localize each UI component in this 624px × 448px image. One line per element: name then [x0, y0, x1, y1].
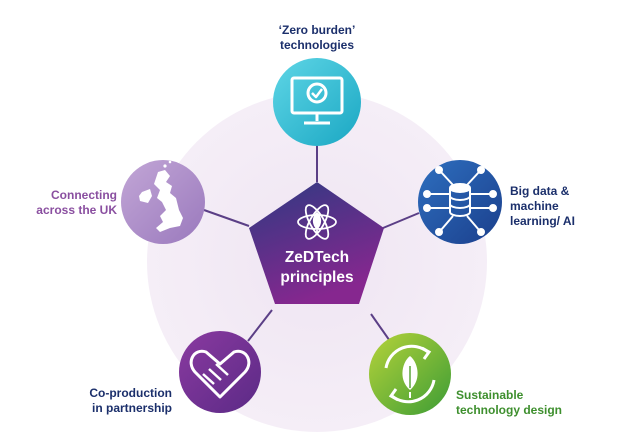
- label-zero-burden: ‘Zero burden’ technologies: [257, 23, 377, 53]
- center-pentagon: [249, 182, 384, 304]
- label-line: technologies: [279, 38, 354, 52]
- label-big-data: Big data & machine learning/ AI: [510, 184, 610, 229]
- label-line: ‘Zero burden’: [278, 23, 356, 37]
- co-production-circle: [179, 331, 261, 413]
- connector-connecting: [203, 209, 250, 227]
- handshake-heart-icon: [189, 349, 251, 399]
- label-line: learning/ AI: [510, 214, 575, 228]
- center-title-line1: ZeDTech: [284, 249, 350, 266]
- connectors: [203, 144, 420, 345]
- principle-connecting-node: [121, 160, 205, 244]
- label-sustainable: Sustainable technology design: [456, 388, 596, 418]
- atom-leaf-icon: [297, 204, 337, 240]
- label-line: Sustainable: [456, 388, 524, 402]
- label-line: machine: [510, 199, 559, 213]
- principle-big-data-node: [418, 160, 502, 244]
- monitor-check-icon: [290, 76, 344, 125]
- recycle-leaf-icon: [384, 344, 436, 404]
- label-line: Connecting: [51, 188, 117, 202]
- principle-co-production-node: [179, 331, 261, 413]
- label-line: technology design: [456, 403, 563, 417]
- connector-co-production: [247, 309, 273, 342]
- label-co-production: Co-production in partnership: [52, 386, 172, 416]
- uk-map-icon: [139, 160, 183, 232]
- connector-big-data: [382, 212, 420, 229]
- principle-zero-burden-node: [273, 58, 361, 146]
- label-line: Big data &: [510, 184, 570, 198]
- label-line: Co-production: [89, 386, 172, 400]
- label-line: across the UK: [36, 203, 117, 217]
- label-line: in partnership: [91, 401, 172, 415]
- big-data-circle: [418, 160, 502, 244]
- principle-sustainable-node: [369, 333, 451, 415]
- database-network-icon: [423, 166, 497, 236]
- label-connecting: Connecting across the UK: [20, 188, 117, 218]
- center-title-line2: principles: [280, 269, 354, 286]
- connector-sustainable: [370, 313, 393, 345]
- center-title: ZeDTech principles: [262, 248, 372, 288]
